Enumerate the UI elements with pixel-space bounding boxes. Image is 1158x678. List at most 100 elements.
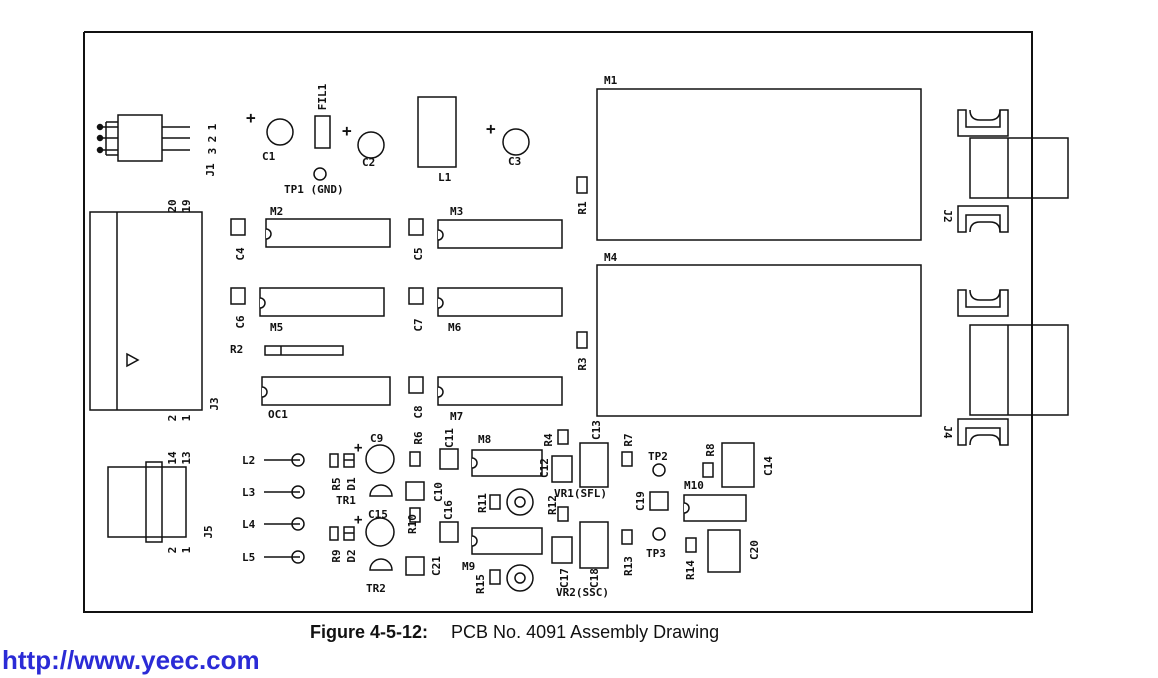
j3-pin-19: 19	[180, 199, 193, 212]
label-c13: C13	[590, 420, 603, 440]
label-l3: L3	[242, 486, 255, 499]
label-r2: R2	[230, 343, 243, 356]
capacitor-c11	[439, 448, 459, 470]
label-r9: R9	[330, 549, 343, 562]
label-m10: M10	[684, 479, 704, 492]
label-r15: R15	[474, 574, 487, 594]
label-tr2: TR2	[366, 582, 386, 595]
label-r4: R4	[542, 433, 555, 447]
label-r6: R6	[412, 431, 425, 445]
inductor-l3	[291, 485, 305, 499]
capacitor-c8	[408, 376, 424, 394]
label-tp2: TP2	[648, 450, 668, 463]
capacitor-c9	[365, 444, 395, 474]
resistor-r5	[329, 453, 339, 468]
label-l5: L5	[242, 551, 255, 564]
capacitor-c17	[551, 536, 573, 564]
label-c19: C19	[634, 491, 647, 511]
resistor-r8	[702, 462, 714, 478]
label-r5: R5	[330, 477, 343, 490]
label-c9: C9	[370, 432, 383, 445]
ic-m5	[259, 287, 385, 317]
capacitor-c2	[357, 131, 385, 159]
label-l4: L4	[242, 518, 256, 531]
label-r13: R13	[622, 556, 635, 576]
label-c5: C5	[412, 247, 425, 260]
plus-c9: +	[354, 440, 362, 456]
module-m4	[596, 264, 922, 417]
j3-pin-20: 20	[166, 199, 179, 212]
label-m1: M1	[604, 74, 618, 87]
resistor-r1	[576, 176, 588, 194]
label-j4: J4	[941, 425, 954, 439]
ic-m10	[683, 494, 747, 522]
capacitor-c20	[707, 529, 741, 573]
label-vr1: VR1(SFL)	[554, 487, 607, 500]
label-c14: C14	[762, 456, 775, 476]
j5-pin-2: 2	[166, 547, 179, 554]
resistor-r12	[557, 506, 569, 522]
label-c8: C8	[412, 405, 425, 418]
inductor-l2	[291, 453, 305, 467]
label-l2: L2	[242, 454, 255, 467]
optocoupler-oc1	[261, 376, 391, 406]
label-c7: C7	[412, 318, 425, 331]
test-point-tp1	[313, 167, 327, 181]
figure-caption: Figure 4-5-12: PCB No. 4091 Assembly Dra…	[310, 622, 719, 643]
label-tp3: TP3	[646, 547, 666, 560]
label-r12: R12	[546, 495, 559, 515]
j1-pin-1: 1	[206, 123, 219, 130]
capacitor-c21	[405, 556, 425, 576]
j3-pin-2: 2	[166, 415, 179, 422]
label-d2: D2	[345, 549, 358, 562]
ic-m2	[265, 218, 391, 248]
j5-pin-13: 13	[180, 451, 193, 464]
j3-pin-1: 1	[180, 414, 193, 421]
resistor-r7	[621, 451, 633, 467]
website-link[interactable]: http://www.yeec.com	[2, 645, 260, 675]
label-j2: J2	[941, 209, 954, 222]
plus-c15: +	[354, 512, 362, 528]
filter-fil1	[314, 115, 331, 149]
capacitor-c1	[266, 118, 294, 146]
label-j3: J3	[208, 397, 221, 410]
label-c2: C2	[362, 156, 375, 169]
resistor-r14	[685, 537, 697, 553]
label-m6: M6	[448, 321, 462, 334]
j5-pin-14: 14	[166, 451, 179, 465]
transistor-tr2	[369, 558, 393, 571]
capacitor-c13	[579, 442, 609, 488]
label-c10: C10	[432, 482, 445, 502]
board-outline	[83, 31, 1033, 613]
inductor-l1	[417, 96, 457, 168]
label-m2: M2	[270, 205, 283, 218]
label-c16: C16	[442, 500, 455, 520]
label-tr1: TR1	[336, 494, 356, 507]
connector-j3	[89, 211, 203, 411]
resistor-r15	[489, 569, 501, 585]
resistor-r13	[621, 529, 633, 545]
capacitor-c12	[551, 455, 573, 483]
figure-number: Figure 4-5-12:	[310, 622, 429, 642]
transistor-tr1	[369, 484, 393, 497]
ic-m9	[471, 527, 543, 555]
capacitor-c18	[579, 521, 609, 569]
resistor-r4	[557, 429, 569, 445]
inductor-l4	[291, 517, 305, 531]
capacitor-c6	[230, 287, 246, 305]
resistor-r11	[489, 494, 501, 510]
label-fil1: FIL1	[316, 83, 329, 110]
plus-c3: +	[486, 119, 496, 138]
label-c12: C12	[538, 458, 551, 478]
label-c21: C21	[430, 556, 443, 576]
ic-m3	[437, 219, 563, 249]
resistor-r9	[329, 526, 339, 541]
label-c20: C20	[748, 540, 761, 560]
label-c4: C4	[234, 247, 247, 261]
capacitor-c5	[408, 218, 424, 236]
label-r7: R7	[622, 433, 635, 446]
capacitor-c19	[649, 491, 669, 511]
plus-c2: +	[342, 121, 352, 140]
capacitor-c14	[721, 442, 755, 488]
ic-m7	[437, 376, 563, 406]
